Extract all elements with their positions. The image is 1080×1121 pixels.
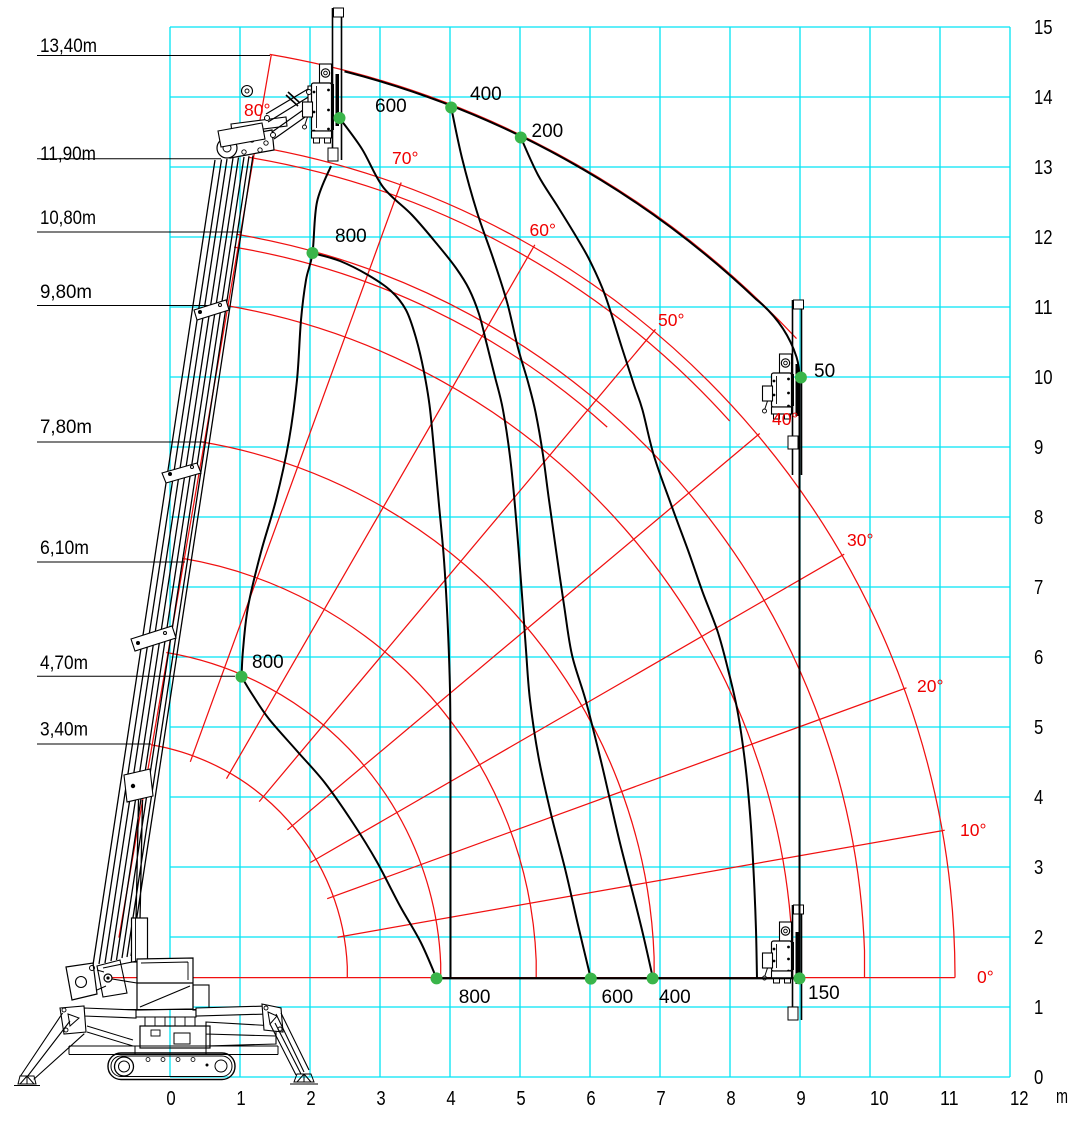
svg-text:70°: 70° — [392, 148, 418, 168]
svg-text:11: 11 — [940, 1087, 959, 1110]
svg-text:11: 11 — [1034, 296, 1053, 319]
svg-text:5: 5 — [1034, 716, 1043, 739]
svg-text:60°: 60° — [530, 220, 556, 240]
svg-text:m: m — [1056, 1085, 1068, 1108]
svg-text:80°: 80° — [244, 100, 270, 120]
svg-text:7: 7 — [656, 1087, 665, 1110]
svg-text:11,90m: 11,90m — [40, 143, 96, 165]
svg-text:6,10m: 6,10m — [40, 537, 89, 559]
svg-text:7,80m: 7,80m — [40, 416, 92, 438]
svg-text:10°: 10° — [960, 820, 986, 840]
svg-text:150: 150 — [808, 983, 840, 1004]
svg-text:4,70m: 4,70m — [40, 652, 88, 674]
svg-text:200: 200 — [532, 121, 564, 142]
svg-text:600: 600 — [375, 96, 407, 117]
svg-text:10: 10 — [1034, 366, 1053, 389]
svg-text:1: 1 — [236, 1087, 245, 1110]
svg-text:4: 4 — [446, 1087, 455, 1110]
svg-text:2: 2 — [1034, 926, 1043, 949]
svg-text:12: 12 — [1034, 226, 1053, 249]
svg-text:6: 6 — [1034, 646, 1043, 669]
svg-text:20°: 20° — [917, 676, 943, 696]
svg-text:14: 14 — [1034, 86, 1053, 109]
svg-text:800: 800 — [335, 226, 367, 247]
svg-text:0: 0 — [166, 1087, 175, 1110]
svg-text:10: 10 — [870, 1087, 889, 1110]
svg-text:5: 5 — [516, 1087, 525, 1110]
svg-text:0°: 0° — [977, 967, 994, 987]
svg-text:10,80m: 10,80m — [40, 207, 96, 229]
svg-text:9,80m: 9,80m — [40, 281, 92, 303]
svg-text:30°: 30° — [847, 530, 873, 550]
svg-text:3,40m: 3,40m — [40, 719, 88, 741]
svg-text:600: 600 — [602, 987, 634, 1008]
svg-text:3: 3 — [1034, 856, 1043, 879]
svg-text:400: 400 — [659, 987, 691, 1008]
svg-text:8: 8 — [726, 1087, 735, 1110]
svg-text:400: 400 — [470, 84, 502, 105]
svg-text:7: 7 — [1034, 576, 1043, 599]
svg-text:13,40m: 13,40m — [40, 35, 97, 57]
svg-text:9: 9 — [796, 1087, 805, 1110]
svg-text:3: 3 — [376, 1087, 385, 1110]
svg-text:8: 8 — [1034, 506, 1043, 529]
svg-text:800: 800 — [459, 987, 491, 1008]
svg-text:9: 9 — [1034, 436, 1043, 459]
svg-text:800: 800 — [252, 652, 284, 673]
svg-text:0: 0 — [1034, 1066, 1043, 1089]
svg-text:50°: 50° — [658, 310, 684, 330]
svg-text:6: 6 — [586, 1087, 595, 1110]
svg-text:15: 15 — [1034, 16, 1053, 39]
svg-text:50: 50 — [814, 361, 835, 382]
svg-text:13: 13 — [1034, 156, 1053, 179]
svg-text:2: 2 — [306, 1087, 315, 1110]
svg-text:40°: 40° — [772, 409, 798, 429]
svg-text:4: 4 — [1034, 786, 1043, 809]
svg-text:12: 12 — [1010, 1087, 1029, 1110]
svg-text:1: 1 — [1034, 996, 1043, 1019]
